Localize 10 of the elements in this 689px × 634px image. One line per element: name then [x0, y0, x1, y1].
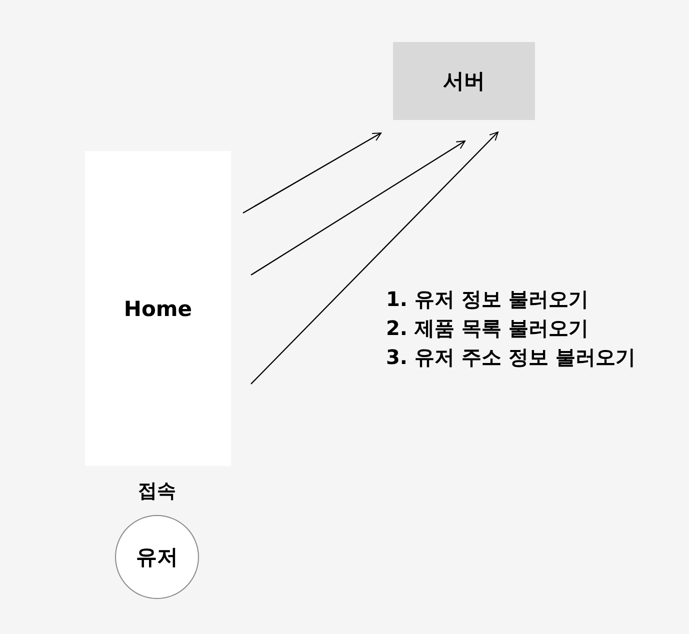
list-item: 1. 유저 정보 불러오기: [386, 286, 588, 313]
screen-frame: Home: [85, 151, 231, 466]
connect-label: 접속: [137, 479, 177, 504]
arrow: [242, 132, 382, 214]
arrow: [250, 140, 466, 276]
user-circle: 유저: [115, 515, 199, 599]
server-box: 서버: [393, 42, 535, 120]
list-item: 3. 유저 주소 정보 불러오기: [386, 344, 636, 371]
arrow: [250, 132, 498, 384]
list-item: 2. 제품 목록 불러오기: [386, 315, 588, 342]
